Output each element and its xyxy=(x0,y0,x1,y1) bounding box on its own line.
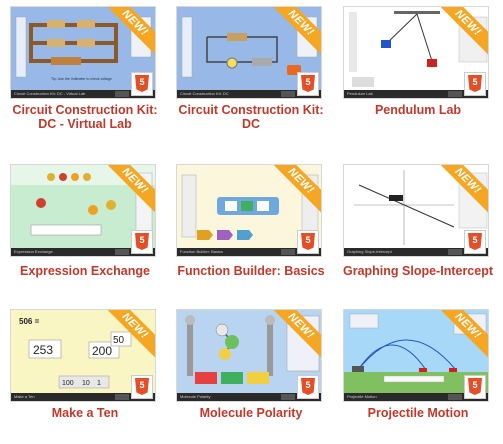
sim-card-expression-exchange[interactable]: Expression Exchange NEW! 5 Expression Ex… xyxy=(10,164,160,299)
taskbar-sim-name: Projectile Motion xyxy=(347,394,377,399)
html5-icon: 5 xyxy=(464,230,486,254)
sim-title[interactable]: Projectile Motion xyxy=(367,406,469,420)
html5-icon: 5 xyxy=(131,375,153,399)
sim-thumbnail[interactable]: Expression Exchange NEW! 5 xyxy=(10,164,156,257)
sim-taskbar: Circuit Construction Kit: DC xyxy=(177,90,321,98)
sim-thumbnail[interactable]: Tip: Use the Voltmeter to check voltage … xyxy=(10,6,156,99)
sim-thumbnail[interactable]: Graphing Slope-Intercept NEW! 5 xyxy=(343,164,489,257)
phet-logo-icon xyxy=(115,249,129,255)
phet-logo-icon xyxy=(448,91,462,97)
phet-logo-icon xyxy=(115,394,129,400)
html5-icon: 5 xyxy=(297,375,319,399)
phet-logo-icon xyxy=(281,394,295,400)
sim-title[interactable]: Expression Exchange xyxy=(20,264,150,278)
phet-logo-icon xyxy=(115,91,129,97)
html5-icon: 5 xyxy=(297,230,319,254)
sim-taskbar: Make a Ten xyxy=(11,393,155,401)
sim-title[interactable]: Function Builder: Basics xyxy=(177,264,325,278)
sim-card-projectile-motion[interactable]: Projectile Motion NEW! 5 Projectile Moti… xyxy=(343,309,493,444)
sim-title[interactable]: Make a Ten xyxy=(51,406,119,420)
html5-icon: 5 xyxy=(464,72,486,96)
sim-card-function-builder[interactable]: Function Builder: Basics NEW! 5 Function… xyxy=(176,164,326,299)
sim-card-pendulum-lab[interactable]: Pendulum Lab NEW! 5 Pendulum Lab xyxy=(343,6,493,141)
sim-thumbnail[interactable]: Function Builder: Basics NEW! 5 xyxy=(176,164,322,257)
html5-icon: 5 xyxy=(131,230,153,254)
sim-card-circuit-dc[interactable]: Circuit Construction Kit: DC NEW! 5 Circ… xyxy=(176,6,326,141)
number-card: 1 xyxy=(97,380,101,387)
taskbar-sim-name: Circuit Construction Kit: DC - Virtual L… xyxy=(14,91,86,96)
sim-title[interactable]: Circuit Construction Kit: DC xyxy=(178,103,324,131)
sim-taskbar: Function Builder: Basics xyxy=(177,248,321,256)
sim-thumbnail[interactable]: Molecule Polarity NEW! 5 xyxy=(176,309,322,402)
taskbar-sim-name: Function Builder: Basics xyxy=(180,249,223,254)
taskbar-sim-name: Pendulum Lab xyxy=(347,91,373,96)
sim-title[interactable]: Graphing Slope-Intercept xyxy=(343,264,494,278)
sim-card-graphing-slope[interactable]: Graphing Slope-Intercept NEW! 5 Graphing… xyxy=(343,164,493,299)
sim-thumbnail[interactable]: 506 = 253 200 50 100 10 1 Make a Ten NEW… xyxy=(10,309,156,402)
html5-icon: 5 xyxy=(464,375,486,399)
sim-taskbar: Molecule Polarity xyxy=(177,393,321,401)
sim-taskbar: Expression Exchange xyxy=(11,248,155,256)
sim-card-circuit-vlab[interactable]: Tip: Use the Voltmeter to check voltage … xyxy=(10,6,160,141)
html5-icon: 5 xyxy=(131,72,153,96)
sim-thumbnail[interactable]: Circuit Construction Kit: DC NEW! 5 xyxy=(176,6,322,99)
sim-card-make-a-ten[interactable]: 506 = 253 200 50 100 10 1 Make a Ten NEW… xyxy=(10,309,160,444)
taskbar-sim-name: Expression Exchange xyxy=(14,249,53,254)
phet-logo-icon xyxy=(281,249,295,255)
sim-thumbnail[interactable]: Projectile Motion NEW! 5 xyxy=(343,309,489,402)
taskbar-sim-name: Make a Ten xyxy=(14,394,35,399)
sim-taskbar: Graphing Slope-Intercept xyxy=(344,248,488,256)
sim-title[interactable]: Circuit Construction Kit: DC - Virtual L… xyxy=(12,103,158,131)
equation-text: 506 = xyxy=(19,317,40,326)
sim-taskbar: Circuit Construction Kit: DC - Virtual L… xyxy=(11,90,155,98)
simulation-grid: Tip: Use the Voltmeter to check voltage … xyxy=(10,6,493,420)
number-card: 10 xyxy=(82,380,90,387)
phet-logo-icon xyxy=(448,394,462,400)
sim-card-molecule-polarity[interactable]: Molecule Polarity NEW! 5 Molecule Polari… xyxy=(176,309,326,444)
taskbar-sim-name: Graphing Slope-Intercept xyxy=(347,249,392,254)
phet-logo-icon xyxy=(448,249,462,255)
sim-taskbar: Projectile Motion xyxy=(344,393,488,401)
sim-title[interactable]: Pendulum Lab xyxy=(374,103,462,117)
sim-title[interactable]: Molecule Polarity xyxy=(199,406,303,420)
number-card: 253 xyxy=(33,343,53,357)
taskbar-sim-name: Molecule Polarity xyxy=(180,394,211,399)
html5-icon: 5 xyxy=(297,72,319,96)
svg-text:Tip: Use the Voltmeter to chec: Tip: Use the Voltmeter to check voltage xyxy=(51,77,112,81)
number-card: 50 xyxy=(113,335,125,346)
phet-logo-icon xyxy=(281,91,295,97)
sim-taskbar: Pendulum Lab xyxy=(344,90,488,98)
taskbar-sim-name: Circuit Construction Kit: DC xyxy=(180,91,229,96)
number-card: 100 xyxy=(62,380,74,387)
sim-thumbnail[interactable]: Pendulum Lab NEW! 5 xyxy=(343,6,489,99)
number-card: 200 xyxy=(92,344,112,358)
